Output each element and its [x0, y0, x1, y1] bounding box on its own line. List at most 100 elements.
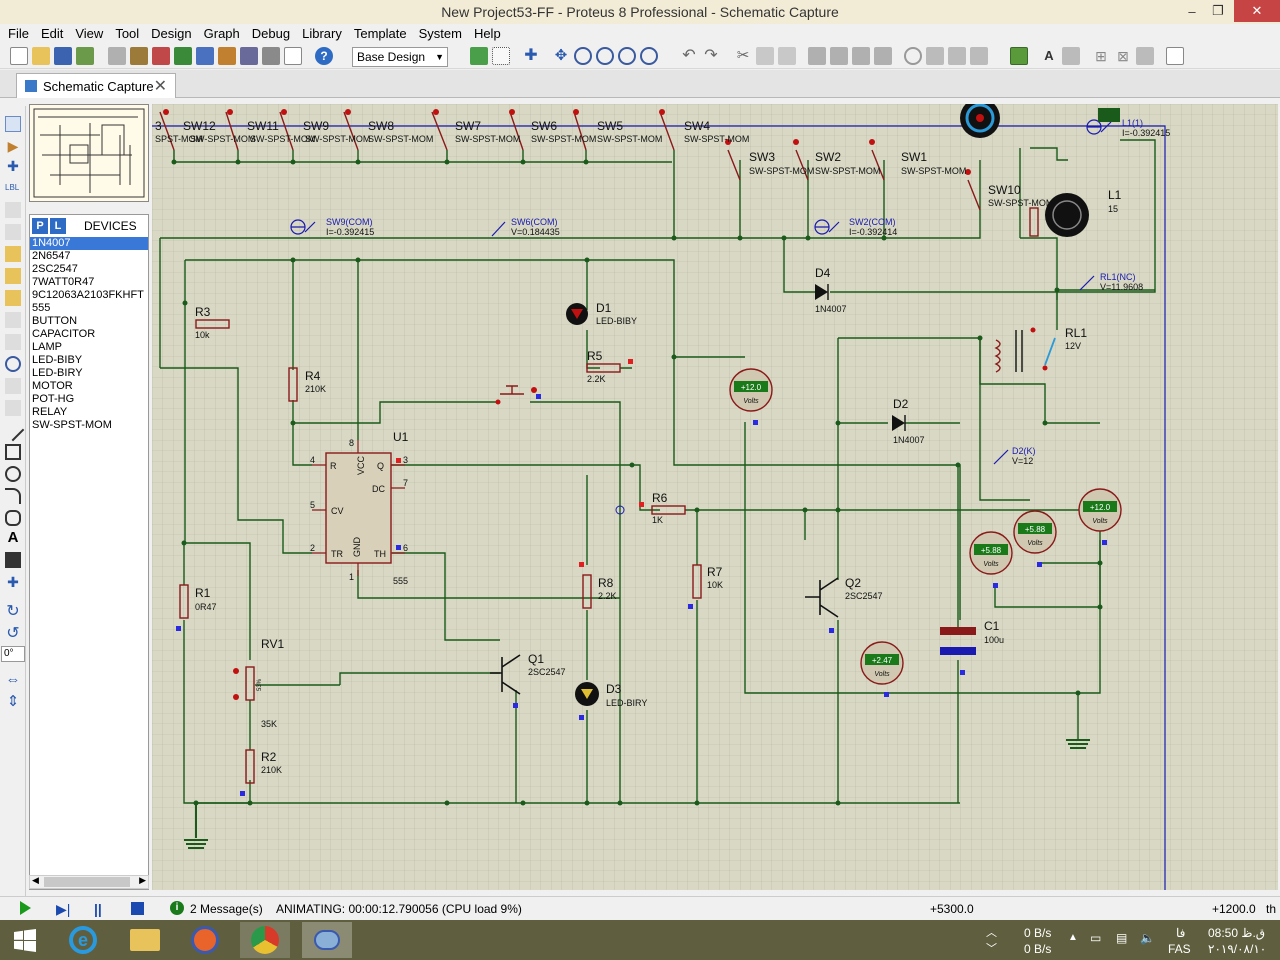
- import-icon[interactable]: [76, 47, 94, 65]
- menu-graph[interactable]: Graph: [203, 25, 240, 41]
- terminal-icon[interactable]: [5, 268, 21, 284]
- copy-icon[interactable]: [756, 47, 774, 65]
- chevron-right-icon[interactable]: ▶: [139, 875, 146, 885]
- tray-expand-icon[interactable]: ▲: [1068, 932, 1078, 943]
- list-item[interactable]: LAMP: [32, 341, 62, 353]
- rotate-ccw-icon[interactable]: ↺: [6, 625, 20, 642]
- arc-icon[interactable]: [5, 488, 21, 504]
- marker-icon[interactable]: ✚: [7, 574, 19, 590]
- menu-design[interactable]: Design: [151, 25, 192, 41]
- firefox-button[interactable]: [180, 922, 230, 958]
- pick-devices-button[interactable]: P: [32, 218, 48, 234]
- list-item[interactable]: 7WATT0R47: [32, 276, 95, 288]
- list-item[interactable]: 9C12063A2103FKHFT: [32, 289, 144, 301]
- pick-device-icon[interactable]: [904, 47, 922, 65]
- design-select[interactable]: Base Design ▼: [352, 47, 448, 67]
- grid-icon[interactable]: [492, 47, 510, 65]
- play-icon[interactable]: [20, 901, 31, 915]
- block-rotate-icon[interactable]: [852, 47, 870, 65]
- document-icon[interactable]: [284, 47, 302, 65]
- menu-debug[interactable]: Debug: [251, 25, 291, 41]
- rotate-cw-icon[interactable]: ↻: [6, 603, 20, 620]
- bom-icon[interactable]: [240, 47, 258, 65]
- keyboard-language-day[interactable]: فا: [1176, 926, 1186, 940]
- menu-system[interactable]: System: [418, 25, 462, 41]
- zoom-all-icon[interactable]: [618, 47, 636, 65]
- block-move-icon[interactable]: [830, 47, 848, 65]
- chevron-down-icon[interactable]: ﹀: [986, 943, 997, 955]
- messages-count[interactable]: 2 Message(s): [190, 902, 263, 916]
- mirror-x-icon[interactable]: ⇔: [5, 671, 21, 688]
- list-item[interactable]: 2SC2547: [32, 263, 78, 275]
- subcircuit-icon[interactable]: [5, 246, 21, 262]
- property-tool-icon[interactable]: [1062, 47, 1080, 65]
- packaging-icon[interactable]: [948, 47, 966, 65]
- proteus-button[interactable]: [302, 922, 352, 958]
- virtual-instrument-icon[interactable]: [5, 400, 21, 416]
- list-item[interactable]: LED-BIRY: [32, 367, 83, 379]
- clock-date[interactable]: ۲۰۱۹/۰۸/۱۰: [1208, 942, 1267, 956]
- pcb-icon[interactable]: [152, 47, 170, 65]
- menu-file[interactable]: File: [8, 25, 29, 41]
- stop-icon[interactable]: [131, 902, 144, 915]
- list-item[interactable]: BUTTON: [32, 315, 78, 327]
- device-list-scrollbar[interactable]: ◀ ▶: [29, 875, 149, 889]
- action-center-icon[interactable]: ▭: [1090, 931, 1102, 945]
- library-manager-button[interactable]: L: [50, 218, 66, 234]
- text-script-icon[interactable]: [5, 202, 21, 218]
- component-mode-icon[interactable]: ▶: [7, 138, 19, 154]
- close-icon[interactable]: ✕: [153, 78, 167, 95]
- tab-schematic-capture[interactable]: Schematic Capture ✕: [16, 73, 176, 98]
- pause-icon[interactable]: ||: [94, 901, 102, 917]
- new-sheet-icon[interactable]: ⊞: [1095, 48, 1107, 64]
- pan-icon[interactable]: ✥: [554, 47, 568, 64]
- block-copy-icon[interactable]: [808, 47, 826, 65]
- zoom-in-icon[interactable]: [574, 47, 592, 65]
- rotation-field[interactable]: 0°: [1, 646, 25, 662]
- help-icon[interactable]: ?: [315, 47, 333, 65]
- cut-icon[interactable]: ✂: [736, 47, 750, 64]
- menu-library[interactable]: Library: [302, 25, 342, 41]
- path-icon[interactable]: [5, 510, 21, 526]
- 3d-view-icon[interactable]: [174, 47, 192, 65]
- list-item[interactable]: RELAY: [32, 406, 68, 418]
- tape-recorder-icon[interactable]: [5, 334, 21, 350]
- graph-icon[interactable]: [5, 312, 21, 328]
- new-file-icon[interactable]: [10, 47, 28, 65]
- schematic-icon[interactable]: [130, 47, 148, 65]
- home-icon[interactable]: [108, 47, 126, 65]
- generator-icon[interactable]: [5, 356, 21, 372]
- save-icon[interactable]: [54, 47, 72, 65]
- open-folder-icon[interactable]: [32, 47, 50, 65]
- step-icon[interactable]: ▶|: [56, 901, 71, 917]
- block-delete-icon[interactable]: [874, 47, 892, 65]
- netlist-icon[interactable]: [1166, 47, 1184, 65]
- menu-help[interactable]: Help: [473, 25, 501, 41]
- design-explorer-icon[interactable]: [218, 47, 236, 65]
- box-icon[interactable]: [5, 444, 21, 460]
- mirror-y-icon[interactable]: ⇕: [6, 693, 20, 710]
- search-icon[interactable]: A: [1044, 48, 1054, 63]
- refresh-icon[interactable]: [470, 47, 488, 65]
- make-device-icon[interactable]: [926, 47, 944, 65]
- keyboard-language[interactable]: FAS: [1168, 942, 1191, 956]
- internet-explorer-button[interactable]: e: [58, 922, 108, 958]
- zoom-out-icon[interactable]: [596, 47, 614, 65]
- paste-icon[interactable]: [778, 47, 796, 65]
- line-icon[interactable]: [1, 418, 25, 442]
- clock-time[interactable]: 08:50 ق.ظ: [1208, 926, 1266, 940]
- start-button[interactable]: [0, 922, 50, 958]
- menu-tool[interactable]: Tool: [115, 25, 140, 41]
- redo-icon[interactable]: ↷: [704, 47, 718, 64]
- selection-mode-icon[interactable]: [5, 116, 21, 132]
- decompose-icon[interactable]: [970, 47, 988, 65]
- notes-icon[interactable]: [262, 47, 280, 65]
- text-icon[interactable]: A: [7, 529, 19, 546]
- file-explorer-button[interactable]: [120, 922, 170, 958]
- overview-window[interactable]: [29, 104, 149, 202]
- wire-autorouter-icon[interactable]: [1010, 47, 1028, 65]
- device-pin-icon[interactable]: [5, 290, 21, 306]
- bus-icon[interactable]: [5, 224, 21, 240]
- circle-icon[interactable]: [5, 466, 21, 482]
- origin-icon[interactable]: ✚: [524, 47, 538, 64]
